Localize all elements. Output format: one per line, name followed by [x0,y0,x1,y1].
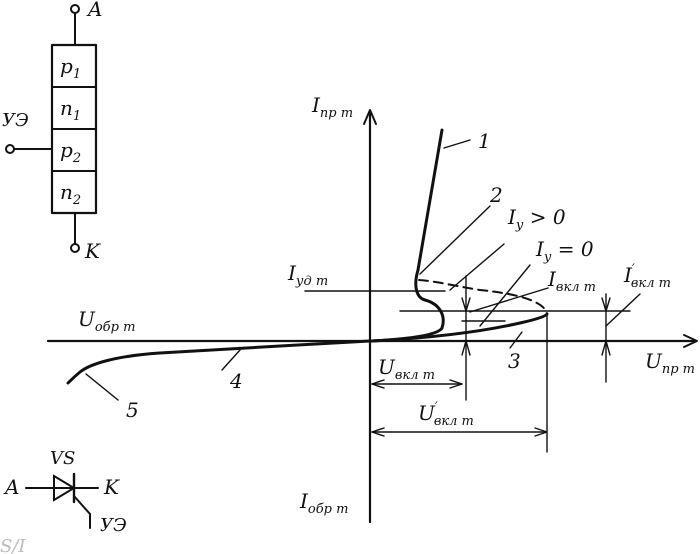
curve-gate-positive [370,268,445,343]
curve-label-3: 3 [508,349,521,373]
curve-gate-zero-dashed [418,279,548,315]
u-on-prime-label: U′вкл т [418,400,474,429]
u-reverse-label: Uобр т [78,307,135,335]
curve-reverse-branch [66,339,372,385]
i-gate-positive-label: Iу > 0 [507,205,566,233]
layer-n1-label: n1 [60,96,81,124]
leader-iy-zero [479,264,531,327]
i-on-prime-label: I′вкл т [623,262,671,291]
curve-label-2: 2 [489,183,503,207]
leader-iy-pos [449,243,505,291]
leader-5 [85,373,119,401]
diode-triangle-icon [53,474,76,502]
anode-label: A [86,0,102,21]
curve-on-state [416,128,444,272]
curve-label-5: 5 [126,398,139,422]
axes [46,109,698,524]
i-hold-label: Iуд т [287,261,328,289]
symbol-name-label: VS [50,448,75,469]
dimension-lines [85,139,641,453]
leader-1 [443,139,471,149]
anode-terminal-icon [70,4,80,14]
i-axis-arrow-icon [363,109,377,125]
curve-label-4: 4 [229,369,243,393]
curve-label-1: 1 [478,129,491,153]
gate-terminal-icon [5,144,15,154]
symbol-gate-label: УЭ [100,515,127,536]
u-axis-arrow-icon [683,334,698,348]
thyristor-symbol: VS A K УЭ [3,448,127,536]
leader-4 [221,349,241,371]
gate-label: УЭ [2,110,29,131]
u-forward-label: Uпр т [645,349,695,377]
stray-text: S/I [0,536,26,554]
layer-p1-label: p1 [60,54,81,82]
i-forward-label: Iпр т [311,93,353,121]
leader-i-on-prime [605,293,641,327]
iv-curves [66,128,549,385]
leader-2 [419,205,491,275]
i-gate-zero-label: Iу = 0 [535,237,594,265]
cathode-label: K [84,239,101,263]
i-on-label: Iвкл т [547,267,596,295]
leader-i-on [469,287,549,313]
layer-n2-label: n2 [60,180,81,208]
leader-3 [509,331,523,349]
curve-forward-blocking [370,312,549,343]
layer-p2-label: p2 [60,138,81,166]
symbol-anode-label: A [3,475,19,499]
i-reverse-label: Iобр т [299,489,348,517]
cathode-terminal-icon [70,243,80,253]
symbol-cathode-label: K [103,475,120,499]
u-on-label: Uвкл т [378,355,435,383]
four-layer-structure: A p1 n1 p2 n2 УЭ K [2,0,102,263]
